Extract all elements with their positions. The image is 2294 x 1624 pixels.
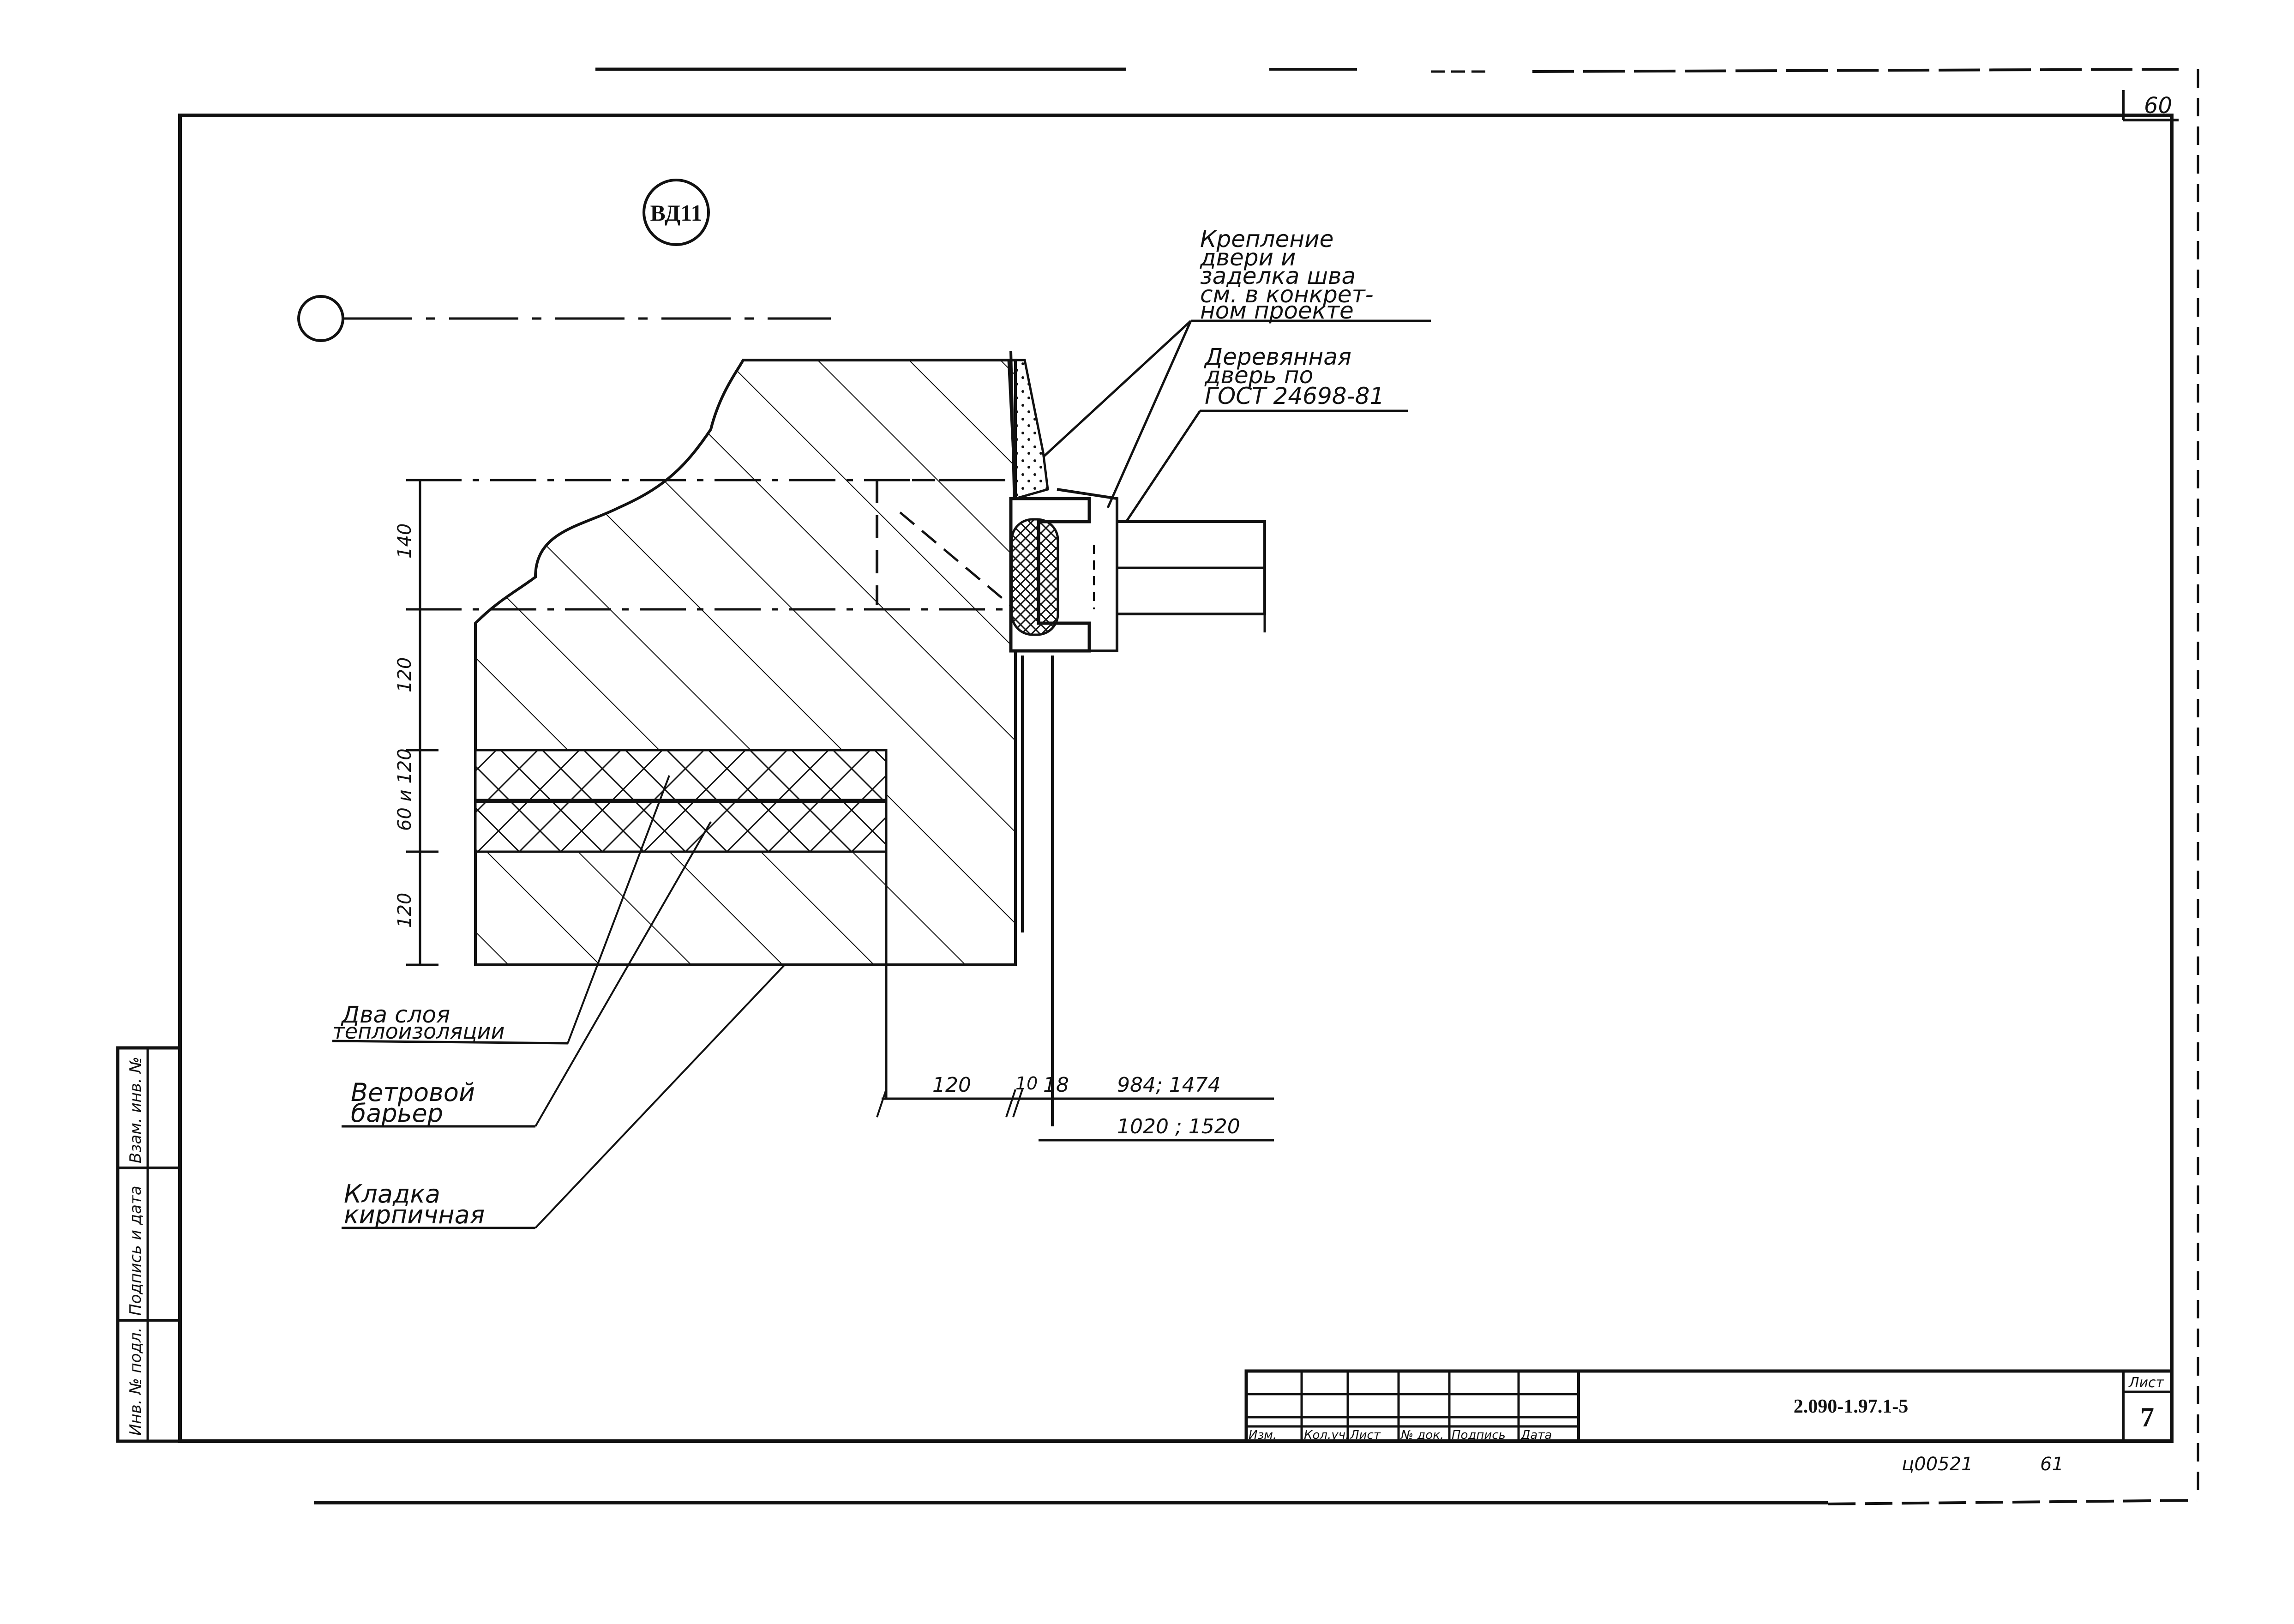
svg-text:ц00521: ц00521 xyxy=(1902,1454,1973,1475)
tb-col-ndoc: № док. xyxy=(1400,1428,1444,1442)
side-stamp-inv: Инв. № подл. xyxy=(126,1327,145,1436)
callout-fastening: Крепление двери и заделка шва см. в конк… xyxy=(1200,226,1374,324)
tb-col-date: Дата xyxy=(1520,1428,1552,1442)
dim-h-18: 18 xyxy=(1043,1073,1069,1097)
leader-lines xyxy=(332,319,1431,1229)
vertical-dimensions: 140 120 60 и 120 120 xyxy=(394,479,438,966)
side-stamp-sign: Подпись и дата xyxy=(126,1185,145,1316)
brick-wall-section xyxy=(415,350,1049,1099)
tb-sheet-value: 7 xyxy=(2140,1402,2154,1432)
svg-text:Два слоя: Два слоя xyxy=(341,1001,450,1028)
svg-text:Кладка: Кладка xyxy=(344,1179,440,1209)
svg-text:см. в конкрет-: см. в конкрет- xyxy=(1200,281,1374,308)
svg-text:дверь по: дверь по xyxy=(1204,362,1313,389)
tb-designation: 2.090-1.97.1-5 xyxy=(1794,1396,1908,1417)
horizontal-dimensions: 120 10 18 984; 1474 1020 ; 1520 xyxy=(876,1073,1274,1142)
side-stamp-replace: Взам. инв. № xyxy=(126,1057,145,1163)
drawing-frame: 60 xyxy=(178,90,2179,1443)
dim-v-2: 120 xyxy=(394,657,415,692)
callout-wind-barrier: Ветровой барьер xyxy=(351,1078,475,1128)
axis-marker xyxy=(297,295,831,342)
svg-text:61: 61 xyxy=(2040,1454,2064,1475)
svg-text:двери и: двери и xyxy=(1200,244,1296,271)
svg-text:кирпичная: кирпичная xyxy=(344,1200,485,1229)
svg-text:теплоизоляции: теплоизоляции xyxy=(332,1019,504,1044)
callout-masonry: Кладка кирпичная xyxy=(344,1179,485,1229)
top-sheet-number: 60 xyxy=(2144,93,2172,119)
seal-foam xyxy=(1010,518,1059,636)
dim-h-120: 120 xyxy=(932,1073,971,1097)
svg-text:ГОСТ 24698-81: ГОСТ 24698-81 xyxy=(1205,383,1384,409)
tb-col-list: Лист xyxy=(1350,1428,1381,1442)
callout-door: Деревянная дверь по ГОСТ 24698-81 xyxy=(1204,343,1384,409)
bottom-note: ц00521 61 xyxy=(1902,1454,2064,1475)
svg-text:ном проекте: ном проекте xyxy=(1200,297,1354,324)
svg-text:ВД11: ВД11 xyxy=(650,200,702,226)
node-mark: ВД11 xyxy=(643,179,710,246)
dim-h-984: 984; 1474 xyxy=(1117,1073,1221,1097)
svg-text:Крепление: Крепление xyxy=(1200,226,1333,253)
tb-col-izm: Изм. xyxy=(1249,1428,1277,1442)
dim-h-1020: 1020 ; 1520 xyxy=(1117,1115,1240,1138)
dim-v-1: 140 xyxy=(394,523,415,559)
svg-text:Деревянная: Деревянная xyxy=(1204,343,1351,370)
tb-col-sign: Подпись xyxy=(1452,1428,1506,1442)
dim-h-10: 10 xyxy=(1015,1073,1038,1094)
svg-text:заделка шва: заделка шва xyxy=(1200,263,1356,289)
door-frame xyxy=(1009,488,1266,1126)
dim-v-4: 120 xyxy=(394,893,415,928)
svg-text:барьер: барьер xyxy=(351,1099,443,1128)
side-stamp: Инв. № подл. Подпись и дата Взам. инв. № xyxy=(116,1046,182,1443)
dim-v-3: 60 и 120 xyxy=(394,748,415,831)
sheet-edge-marks xyxy=(314,67,2199,1505)
tb-col-kolu: Кол.уч. xyxy=(1304,1428,1349,1442)
tb-sheet-label: Лист xyxy=(2128,1375,2165,1391)
callout-insulation: Два слоя теплоизоляции xyxy=(332,1001,504,1044)
title-block: Изм. Кол.уч. Лист № док. Подпись Дата 2.… xyxy=(1244,1369,2174,1443)
svg-text:Ветровой: Ветровой xyxy=(351,1078,475,1107)
